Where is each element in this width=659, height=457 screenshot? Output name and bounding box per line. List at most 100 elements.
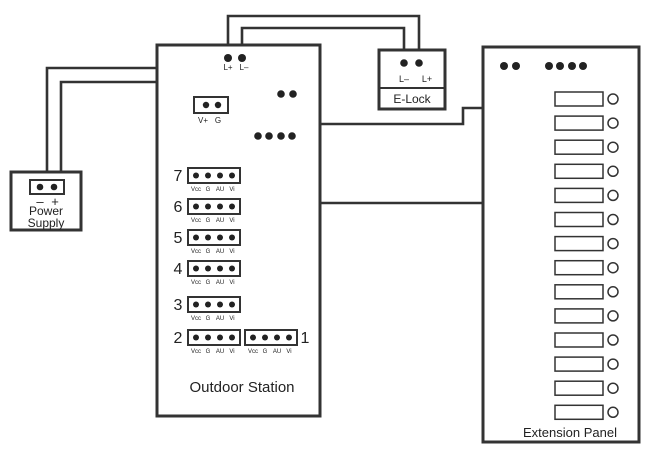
port-pin <box>274 334 280 341</box>
port-pin <box>193 301 199 308</box>
outdoor-bus2-terminal-2 <box>289 90 297 98</box>
port-pin-label: Vcc <box>248 349 258 355</box>
ext-call-button <box>607 117 619 129</box>
ext-button-row <box>554 163 619 180</box>
outdoor-bus4-terminal-3 <box>277 132 285 140</box>
power-supply-title-line2: Supply <box>28 216 65 230</box>
port-pin-label: AU <box>216 218 224 224</box>
port-pin-label: G <box>206 316 211 322</box>
outdoor-power-label-vplus: V+ <box>198 116 208 125</box>
ext-label-slot <box>554 380 604 396</box>
ext-button-row <box>554 115 619 131</box>
port-number: 1 <box>301 330 310 347</box>
ext-button-row <box>554 235 619 252</box>
ext-bus2-terminal-1 <box>500 62 508 70</box>
ext-label-slot <box>554 235 604 252</box>
port-connector <box>244 329 298 346</box>
ext-button-row <box>554 259 619 276</box>
port-pin <box>229 172 235 179</box>
ext-label-slot <box>554 259 604 276</box>
extension-panel-buttons <box>554 91 619 421</box>
power-supply-terminal-block <box>29 179 65 195</box>
outdoor-elock-terminal-l-plus <box>224 54 232 62</box>
port-pin <box>217 301 223 308</box>
power-supply-terminal-plus <box>50 183 58 191</box>
port-number: 7 <box>174 168 183 185</box>
ext-call-button <box>607 286 619 298</box>
ext-button-row <box>554 284 619 300</box>
ext-bus2-terminal-2 <box>512 62 520 70</box>
power-supply: – + Power Supply <box>9 170 83 232</box>
outdoor-power-label-g: G <box>215 116 221 125</box>
port-pin <box>205 203 211 210</box>
power-supply-minus-label: – <box>36 194 44 209</box>
port-connector <box>187 296 241 313</box>
ext-call-button <box>607 406 619 419</box>
outdoor-power-terminal-g <box>214 101 222 109</box>
port-pin-label: AU <box>216 187 224 193</box>
ext-bus4-terminal-2 <box>556 62 564 70</box>
outdoor-elock-label-l-minus: L– <box>240 63 249 72</box>
elock: L– L+ E-Lock <box>377 48 447 111</box>
ext-bus4-terminal-3 <box>568 62 576 70</box>
ext-call-button <box>607 93 619 105</box>
ext-label-slot <box>554 163 604 180</box>
port-pin <box>229 234 235 241</box>
ext-label-slot <box>554 211 604 228</box>
port-pin <box>205 172 211 179</box>
port-pin <box>250 334 256 341</box>
extension-panel-title: Extension Panel <box>523 425 617 440</box>
port-pin <box>229 265 235 272</box>
ext-label-slot <box>554 187 604 204</box>
port-pin-label: Vi <box>229 349 234 355</box>
ext-call-button <box>607 382 619 394</box>
outdoor-bus4-terminal-1 <box>254 132 262 140</box>
outdoor-power-terminal-block <box>193 96 229 114</box>
ext-button-row <box>554 404 619 421</box>
ext-call-button <box>607 165 619 178</box>
wire-elock-l-minus <box>240 26 406 60</box>
port-pin-label: G <box>206 249 211 255</box>
port-pin <box>217 234 223 241</box>
ext-call-button <box>607 310 619 322</box>
ext-label-slot <box>554 284 604 300</box>
elock-terminal-l-minus <box>400 59 408 67</box>
port-connector <box>187 229 241 246</box>
ext-button-row <box>554 356 619 372</box>
port-pin <box>193 334 199 341</box>
port-pin <box>205 334 211 341</box>
port-pin-label: Vcc <box>191 349 201 355</box>
ext-button-row <box>554 139 619 155</box>
elock-box <box>377 48 447 111</box>
outdoor-bus4-terminal-4 <box>288 132 296 140</box>
power-supply-plus-label: + <box>51 194 59 209</box>
ext-call-button <box>607 358 619 370</box>
extension-panel: Extension Panel <box>481 45 641 444</box>
outdoor-elock-label-l-plus: L+ <box>223 63 232 72</box>
wire-elock-l-plus <box>226 14 421 60</box>
ext-button-row <box>554 187 619 204</box>
port-connector <box>187 329 241 346</box>
port-number: 2 <box>174 330 183 347</box>
port-number: 3 <box>174 297 183 314</box>
port-pin <box>193 265 199 272</box>
port-pin <box>193 234 199 241</box>
ext-button-row <box>554 332 619 348</box>
port-pin-label: AU <box>216 349 224 355</box>
port-pin <box>229 203 235 210</box>
elock-terminal-l-plus <box>415 59 423 67</box>
elock-title: E-Lock <box>393 92 431 106</box>
port-pin-label: AU <box>216 316 224 322</box>
ext-call-button <box>607 334 619 346</box>
port-connector <box>187 198 241 215</box>
port-connector <box>187 260 241 277</box>
port-pin-label: G <box>206 218 211 224</box>
port-pin-label: Vi <box>229 316 234 322</box>
port-7: Vcc G AU Vi 7 <box>174 167 241 193</box>
port-number: 4 <box>174 261 183 278</box>
port-pin-label: G <box>206 187 211 193</box>
port-pin-label: Vcc <box>191 187 201 193</box>
port-pin-label: Vi <box>229 187 234 193</box>
